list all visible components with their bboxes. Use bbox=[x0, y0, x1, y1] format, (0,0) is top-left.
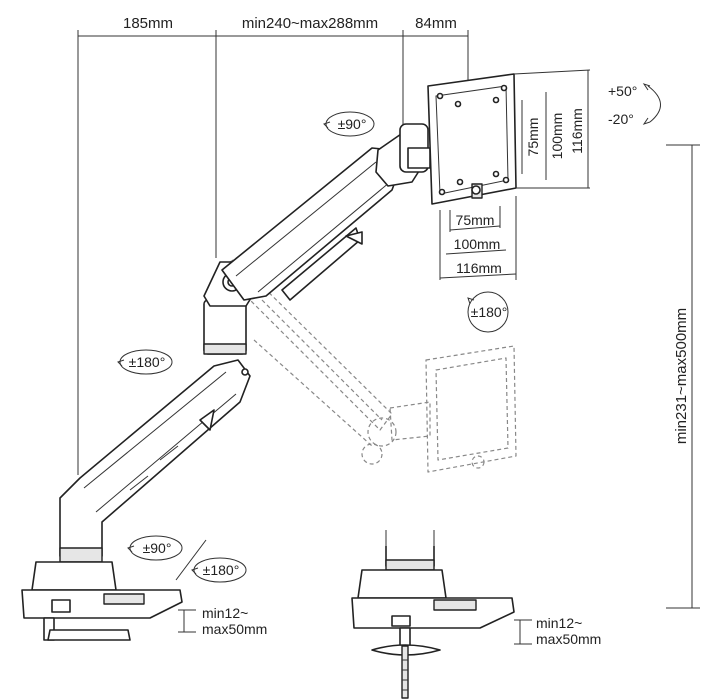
vesa-horizontal-dims bbox=[439, 196, 517, 280]
upper-arm bbox=[221, 147, 401, 301]
dim-vesa-100-horizontal: 100mm bbox=[454, 236, 501, 252]
right-desk-thickness-line2: max50mm bbox=[536, 631, 601, 647]
left-desk-thickness-line2: max50mm bbox=[202, 621, 267, 637]
dim-vesa-75-horizontal: 75mm bbox=[456, 212, 495, 228]
screen-rotate-badge bbox=[467, 291, 509, 333]
base-rotate-separator bbox=[175, 539, 207, 581]
lower-arm bbox=[59, 359, 251, 557]
head-swivel-label: ±90° bbox=[338, 116, 367, 132]
dim-height-range: min231~max500mm bbox=[673, 308, 690, 444]
tilt-head-joint bbox=[375, 123, 431, 187]
left-desk-thickness-dim bbox=[178, 609, 196, 633]
top-dimension-lines bbox=[77, 30, 469, 475]
ghost-arm-lowered bbox=[229, 251, 517, 473]
dim-arm-reach-lower: 185mm bbox=[123, 15, 173, 32]
dim-arm-reach-upper: min240~max288mm bbox=[242, 15, 378, 32]
dim-vesa-116-vertical: 116mm bbox=[569, 108, 585, 154]
head-swivel-badge bbox=[323, 111, 375, 137]
vesa-plate bbox=[427, 73, 517, 205]
height-dimension-line bbox=[666, 144, 700, 609]
dim-vesa-100-vertical: 100mm bbox=[549, 113, 565, 160]
tilt-down-label: -20° bbox=[608, 111, 634, 127]
elbow-rotate-label: ±180° bbox=[129, 354, 166, 370]
dim-vesa-116-horizontal: 116mm bbox=[456, 260, 502, 276]
tilt-arc-icon bbox=[642, 83, 661, 125]
right-desk-thickness-line1: min12~ bbox=[536, 615, 582, 631]
base-rotate-a-label: ±90° bbox=[143, 540, 172, 556]
base-rotate-a-badge bbox=[127, 535, 183, 561]
vesa-vertical-dims bbox=[513, 69, 591, 189]
tilt-up-label: +50° bbox=[608, 83, 637, 99]
base-rotate-b-label: ±180° bbox=[203, 562, 240, 578]
dim-vesa-75-vertical: 75mm bbox=[525, 118, 541, 157]
left-clamp-base bbox=[21, 547, 183, 641]
right-grommet-base bbox=[351, 530, 515, 699]
elbow-rotate-badge bbox=[117, 349, 173, 375]
left-desk-thickness-line1: min12~ bbox=[202, 605, 248, 621]
right-desk-thickness-dim bbox=[514, 619, 532, 645]
dim-head-offset: 84mm bbox=[415, 15, 457, 32]
screen-rotate-label: ±180° bbox=[471, 304, 508, 320]
base-rotate-b-badge bbox=[191, 557, 247, 583]
